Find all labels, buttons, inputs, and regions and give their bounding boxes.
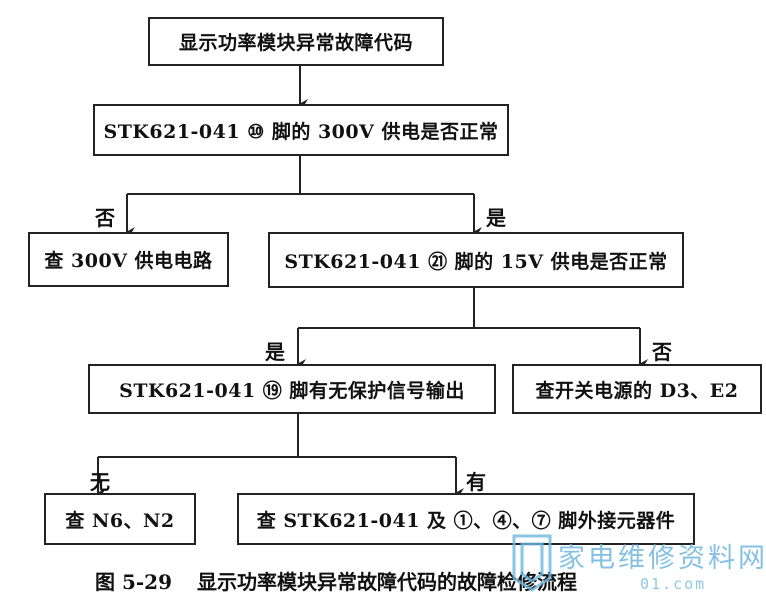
label-yes-2: 是 (265, 340, 285, 364)
label-no-2: 否 (652, 340, 672, 364)
figure-number: 图 5-29 (95, 570, 173, 594)
node-check-protect-pin19: STK621-041 ⑲ 脚有无保护信号输出 (88, 364, 496, 414)
node-check-15v-pin21: STK621-041 ㉑ 脚的 15V 供电是否正常 (268, 232, 684, 288)
label-none: 无 (90, 470, 110, 494)
node-check-switch-power: 查开关电源的 D3、E2 (512, 364, 762, 414)
node-check-300v-pin10: STK621-041 ⑩ 脚的 300V 供电是否正常 (93, 104, 509, 156)
watermark-url: 01.com (640, 575, 707, 593)
label-yes-1: 是 (486, 206, 506, 230)
label-has: 有 (466, 470, 486, 494)
watermark-logo-icon (512, 534, 552, 592)
node-check-n6-n2: 查 N6、N2 (44, 493, 196, 545)
label-no-1: 否 (95, 206, 115, 230)
figure-caption: 图 5-29 显示功率模块异常故障代码的故障检修流程 (95, 566, 577, 595)
node-display-code: 显示功率模块异常故障代码 (148, 17, 444, 66)
node-check-300v-circuit: 查 300V 供电电路 (28, 232, 229, 287)
node-check-external-parts: 查 STK621-041 及 ①、④、⑦ 脚外接元器件 (237, 493, 695, 545)
watermark-text: 家电维修资料网 (558, 543, 766, 574)
